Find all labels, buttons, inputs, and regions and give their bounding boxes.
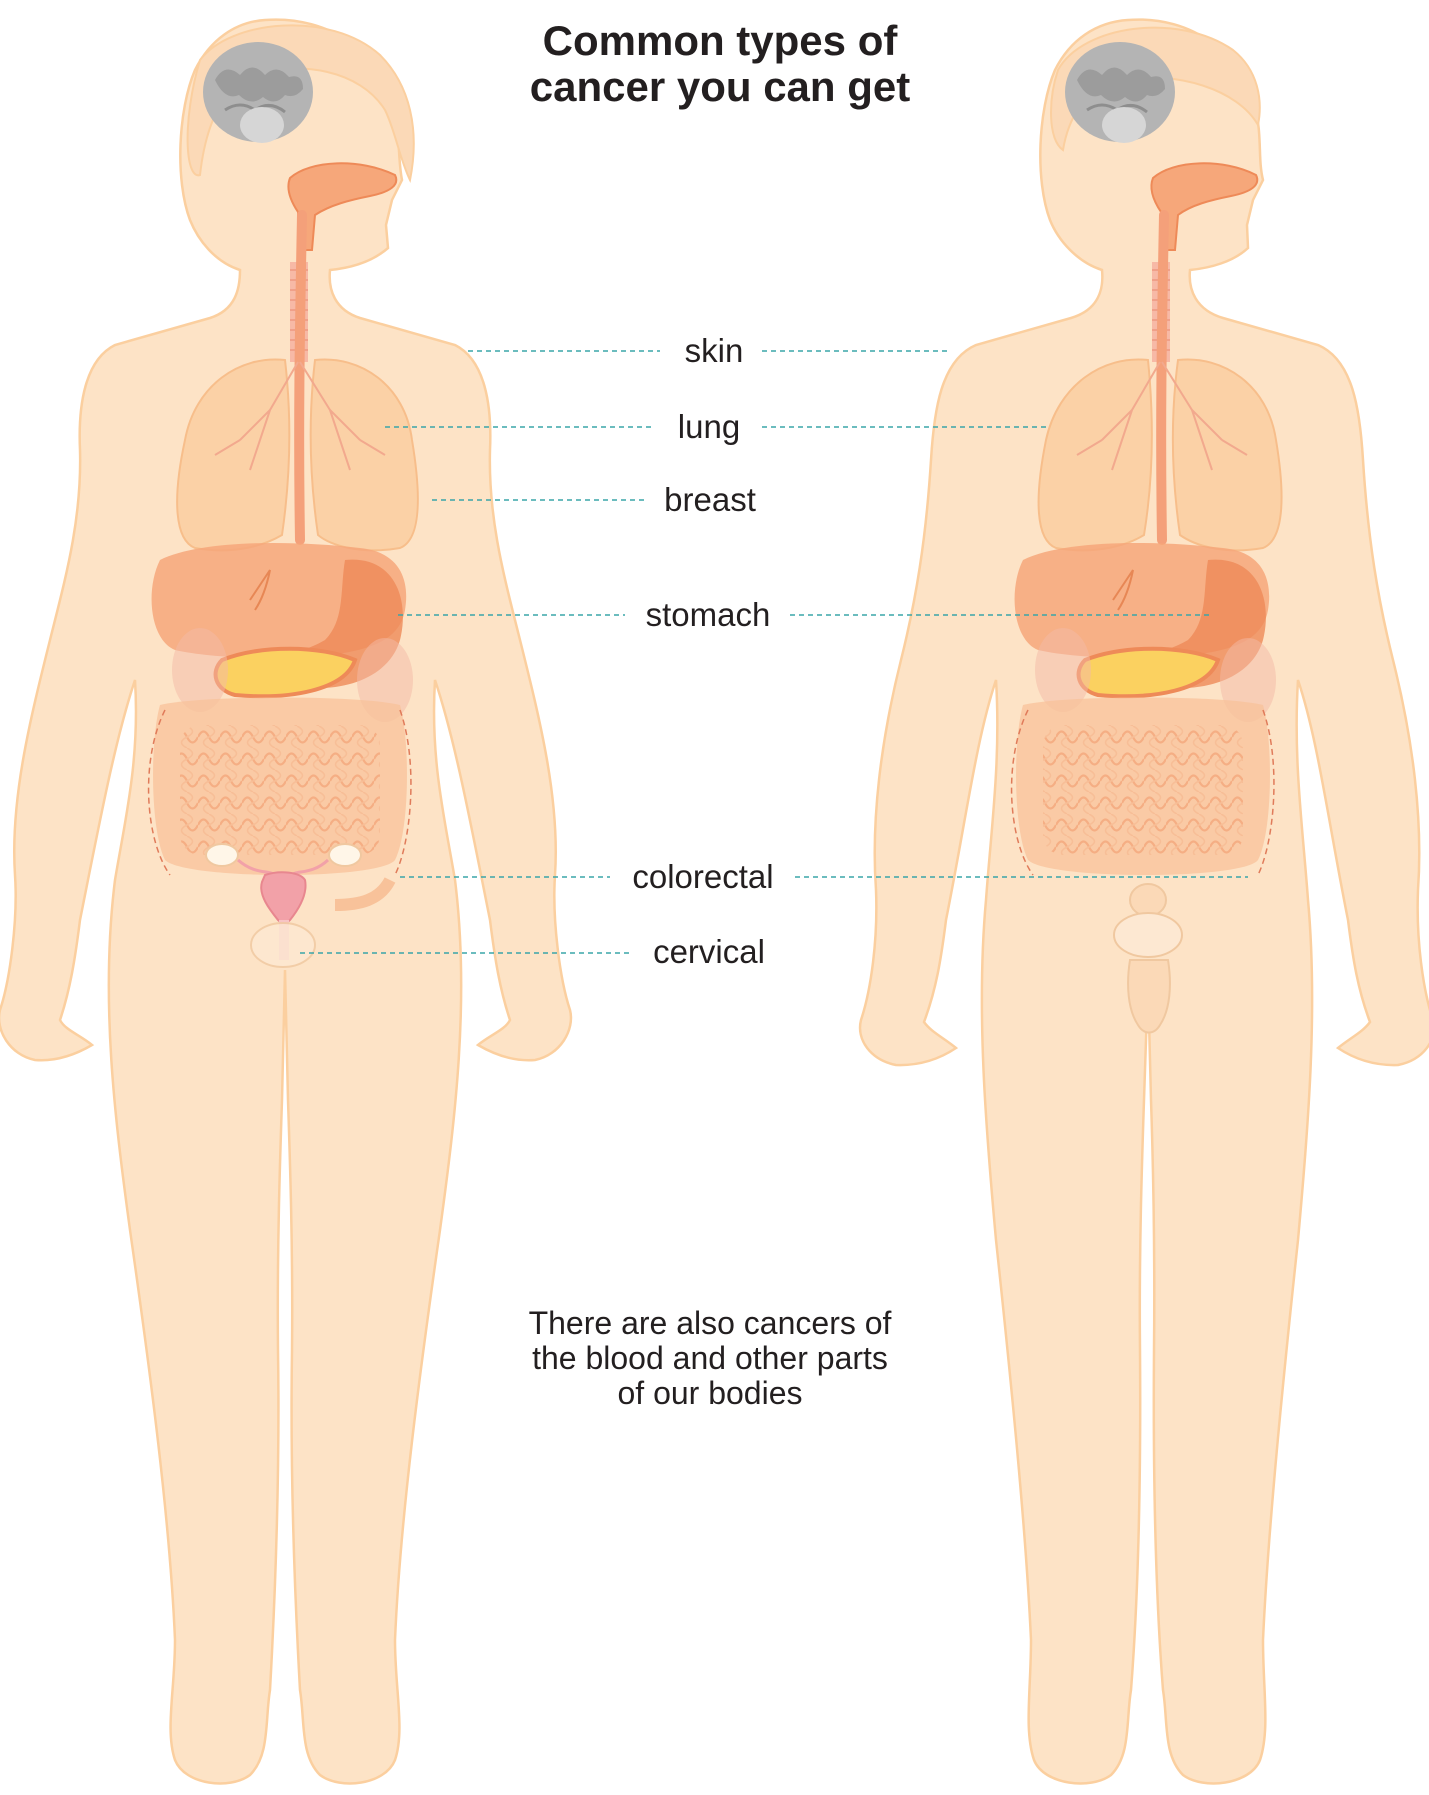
note-line-2: the blood and other parts <box>470 1341 950 1376</box>
male-esophagus <box>1161 215 1164 540</box>
female-esophagus <box>299 215 302 540</box>
note-line-3: of our bodies <box>470 1376 950 1411</box>
title-line-1: Common types of <box>450 18 990 64</box>
female-body-figure <box>0 20 571 1784</box>
label-lung: lung <box>664 409 754 445</box>
label-colorectal: colorectal <box>614 859 792 895</box>
label-cervical: cervical <box>636 934 782 970</box>
note-line-1: There are also cancers of <box>470 1306 950 1341</box>
label-breast: breast <box>652 482 768 518</box>
title-line-2: cancer you can get <box>450 64 990 110</box>
diagram-title: Common types of cancer you can get <box>450 18 990 110</box>
label-skin: skin <box>674 333 754 369</box>
male-body-figure <box>860 20 1429 1784</box>
additional-cancers-note: There are also cancers of the blood and … <box>470 1306 950 1411</box>
male-intestines <box>1012 698 1274 876</box>
label-stomach: stomach <box>630 597 786 633</box>
